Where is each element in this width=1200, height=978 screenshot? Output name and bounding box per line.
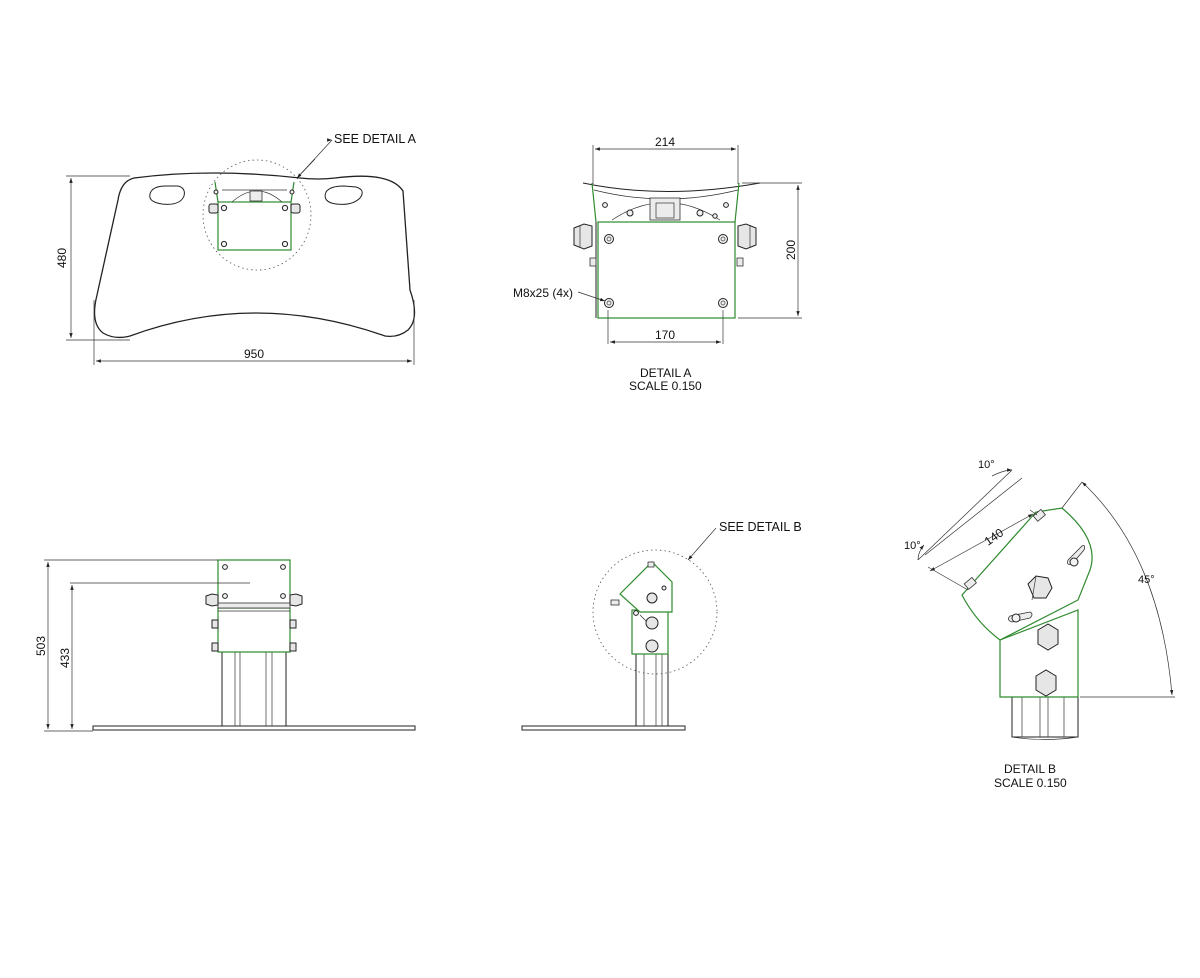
dim-slot-length: 140 — [982, 525, 1007, 548]
dim-total-height: 503 — [34, 636, 48, 656]
bracket-plate-front — [217, 559, 291, 605]
knob-right — [737, 223, 757, 250]
dim-detail-a-bolt-spacing: 170 — [655, 328, 675, 342]
dim-detail-a-height: 200 — [784, 240, 798, 260]
base-plate-front — [92, 725, 416, 731]
dim-inner-height: 433 — [58, 648, 72, 668]
plate-outline — [93, 172, 416, 339]
angle-left: 10° — [904, 540, 921, 552]
base-plate-side — [521, 725, 686, 731]
detail-b-title: DETAIL B — [1004, 762, 1056, 776]
dim-detail-a-top: 214 — [655, 135, 675, 149]
detail-b-circle — [592, 549, 718, 675]
detail-b-callout: SEE DETAIL B — [719, 520, 802, 534]
angle-top: 10° — [978, 459, 995, 471]
detail-b-scale: SCALE 0.150 — [994, 776, 1067, 790]
handle-slot-left — [149, 185, 185, 205]
dim-plate-height: 480 — [55, 248, 69, 268]
detail-a-view: 214 170 200 M8x25 (4x) DETAIL A SCALE 0.… — [513, 135, 802, 393]
bracket-plate-top-view — [217, 201, 292, 251]
detail-b-view: 10° 10° 140 45° DETAIL B SCALE 0.150 — [904, 459, 1175, 790]
detail-a-scale: SCALE 0.150 — [629, 379, 702, 393]
dim-plate-width: 950 — [244, 347, 264, 361]
top-view: SEE DETAIL A 950 480 — [55, 132, 417, 365]
bolt-m8-lower-left — [604, 298, 614, 308]
tilted-bracket-side — [619, 561, 673, 613]
handle-slot-right — [324, 185, 363, 205]
side-view: SEE DETAIL B — [521, 520, 802, 731]
bracket-plate-detail-a — [597, 221, 736, 319]
angle-tilt: 45° — [1138, 574, 1155, 586]
detail-a-title: DETAIL A — [640, 366, 691, 380]
detail-a-callout: SEE DETAIL A — [334, 132, 417, 146]
front-view: 503 433 — [34, 559, 416, 732]
bolt-spec-label: M8x25 (4x) — [513, 286, 573, 300]
detail-a-circle — [202, 159, 312, 271]
knob-left — [573, 223, 593, 250]
